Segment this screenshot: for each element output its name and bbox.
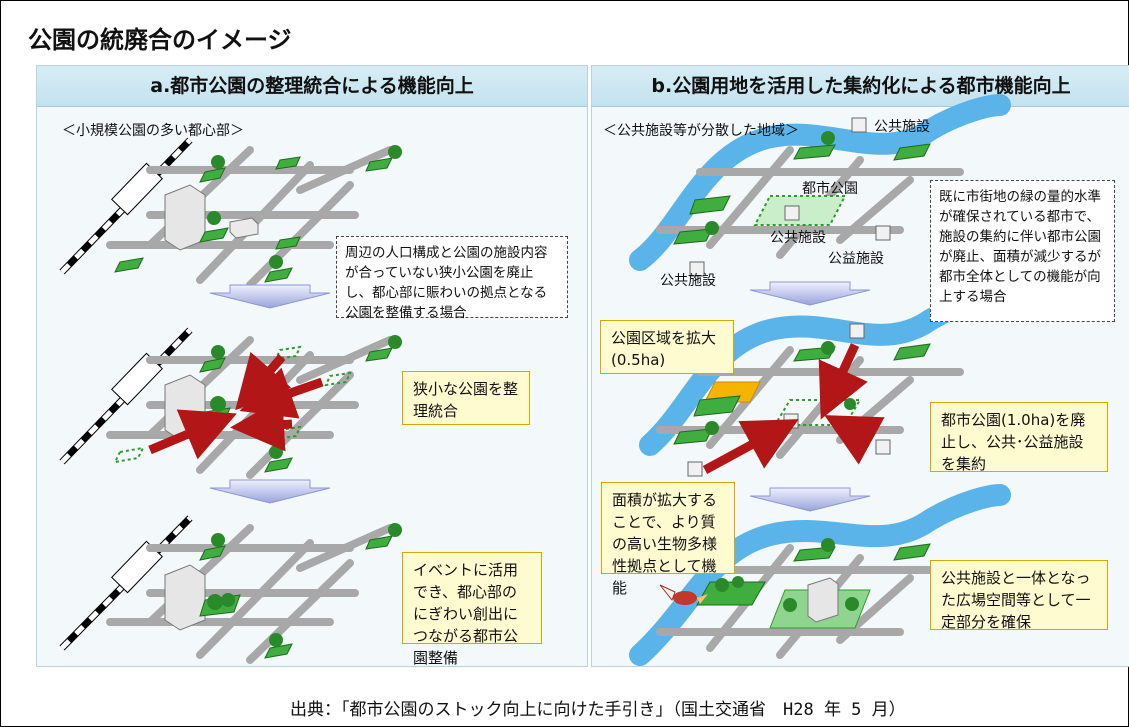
right-callout-biodiversity: 面積が拡大することで、より質の高い生物多様性拠点として機能 [601, 482, 735, 597]
right-down-arrow-1 [749, 281, 871, 306]
label-city-park: 都市公園 [802, 181, 858, 197]
right-scene-3 [629, 484, 1011, 666]
left-callout-merge: 狭小な公園を整理統合 [402, 371, 530, 425]
bird-icon [659, 584, 708, 605]
panel-b-header: b.公園用地を活用した集約化による都市機能向上 [592, 66, 1129, 107]
left-scene-3 [59, 515, 402, 664]
right-callout-abolish: 都市公園(1.0ha)を廃止し、公共･公益施設を集約 [930, 402, 1108, 473]
label-public-facility-top: 公共施設 [874, 119, 930, 135]
figure-title: 公園の統廃合のイメージ [28, 26, 292, 54]
left-down-arrow-2 [209, 479, 331, 504]
left-down-arrow-1 [209, 284, 331, 309]
label-public-facility-mid: 公共施設 [770, 230, 826, 246]
right-sub-label: ＜公共施設等が分散した地域＞ [603, 123, 799, 139]
left-scene-2 [59, 327, 402, 479]
source-citation: 出典：「都市公園のストック向上に向けた手引き」（国土交通省 H28 年 5 月） [290, 700, 906, 720]
left-callout-event: イベントに活用でき、都心部のにぎわい創出につながる都市公園整備 [402, 552, 542, 667]
left-sub-label: ＜小規模公園の多い都心部＞ [62, 123, 244, 139]
right-dashed-note: 既に市街地の緑の量的水準が確保されている都市で、施設の集約に伴い都市公園が廃止、… [930, 180, 1115, 322]
label-public-benefit: 公益施設 [828, 251, 884, 267]
left-scene-1 [59, 137, 402, 289]
right-callout-expand: 公園区域を拡大(0.5ha) [600, 320, 734, 374]
label-public-facility-left: 公共施設 [660, 273, 716, 289]
panel-a-header: a.都市公園の整理統合による機能向上 [37, 66, 587, 107]
right-scene-1 [629, 94, 1011, 277]
right-down-arrow-2 [749, 487, 871, 512]
right-callout-plaza: 公共施設と一体となった広場空間等として一定部分を確保 [930, 560, 1108, 631]
left-dashed-note: 周辺の人口構成と公園の施設内容が合っていない狭小公園を廃止し、都心部に賑わいの拠… [336, 236, 568, 321]
